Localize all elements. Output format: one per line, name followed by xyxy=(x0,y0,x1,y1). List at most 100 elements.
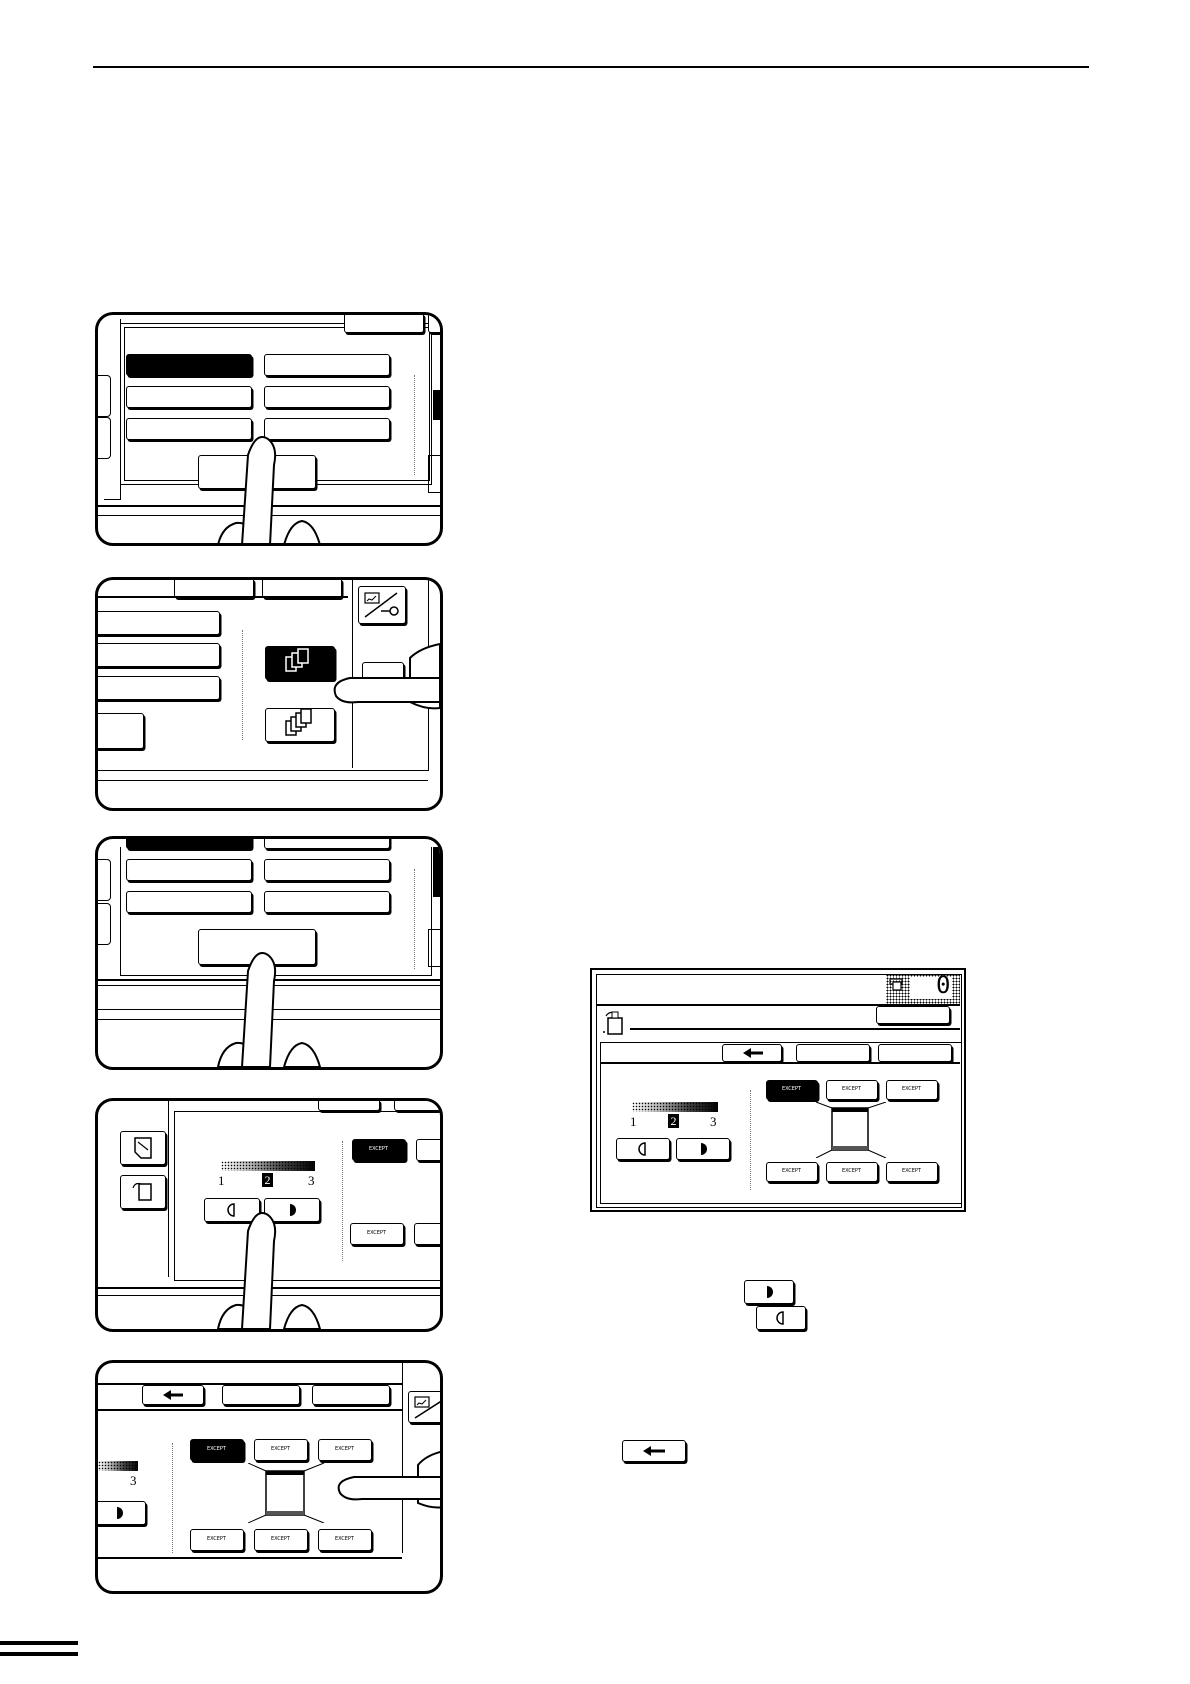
back-key-glyph xyxy=(622,1440,686,1462)
menu-button-selected[interactable] xyxy=(126,839,252,849)
pointing-finger-icon xyxy=(337,1450,440,1509)
menu-button[interactable] xyxy=(126,859,252,881)
half-circle-open-icon xyxy=(227,1203,235,1217)
menu-button[interactable] xyxy=(98,713,144,749)
exposure-gradient-bar xyxy=(221,1161,315,1171)
menu-button[interactable] xyxy=(264,839,390,849)
half-circle-filled-icon xyxy=(117,1507,123,1519)
page-edge-marker xyxy=(0,1652,78,1656)
erase-mode-button[interactable]: EXCEPT xyxy=(886,1080,938,1100)
erase-mode-button[interactable]: EXCEPT xyxy=(826,1162,878,1182)
divider xyxy=(750,1090,751,1190)
pointing-finger-icon xyxy=(217,436,321,543)
erase-mode-button[interactable]: EXCEPT xyxy=(318,1529,372,1551)
divider xyxy=(342,1141,343,1261)
step-illustration-5: 3 EXCEPT EXCEPT EXCEPT EXCEPT EXCEPT EXC… xyxy=(95,1360,443,1594)
ok-button[interactable] xyxy=(876,1006,950,1024)
back-arrow-button[interactable] xyxy=(722,1044,782,1062)
exposure-mode-button[interactable] xyxy=(120,1175,166,1209)
scale-number-3: 3 xyxy=(710,1114,717,1129)
menu-button-selected[interactable] xyxy=(126,354,252,376)
left-arrow-icon xyxy=(743,1048,763,1058)
settings-key-icon xyxy=(364,592,399,618)
tab-button[interactable] xyxy=(878,1044,952,1062)
half-circle-filled-icon xyxy=(767,1286,773,1298)
erase-mode-button[interactable]: EXCEPT xyxy=(826,1080,878,1100)
tab-button[interactable] xyxy=(796,1044,870,1062)
erase-mode-button[interactable]: EXCEPT xyxy=(254,1439,308,1461)
tab-button[interactable] xyxy=(344,315,424,333)
image-mode-button[interactable] xyxy=(120,1131,166,1165)
tab-button[interactable] xyxy=(222,1385,300,1405)
tab-button[interactable] xyxy=(428,315,440,333)
erase-mode-button[interactable]: EXCEPT xyxy=(318,1439,372,1461)
header-rule xyxy=(93,66,1089,68)
grouped-copies-icon xyxy=(285,708,312,736)
special-functions-button[interactable] xyxy=(408,1391,440,1423)
erase-mode-button[interactable]: EXCEPT xyxy=(766,1162,818,1182)
exposure-gradient-bar xyxy=(98,1461,138,1471)
menu-button[interactable] xyxy=(126,418,252,440)
group-mode-button[interactable] xyxy=(265,708,335,742)
tab-button[interactable] xyxy=(394,1101,440,1111)
tab-button[interactable] xyxy=(318,1101,380,1111)
settings-key-icon xyxy=(414,1396,440,1419)
scale-number-1: 1 xyxy=(218,1173,225,1188)
copy-count: 0 xyxy=(936,971,951,999)
menu-button[interactable] xyxy=(98,611,220,635)
erase-mode-button-selected[interactable]: EXCEPT xyxy=(352,1139,406,1161)
menu-button[interactable] xyxy=(264,354,390,376)
scale-number-3: 3 xyxy=(308,1173,315,1188)
menu-button[interactable] xyxy=(98,643,220,667)
lighter-button[interactable] xyxy=(616,1138,670,1160)
pointing-finger-icon xyxy=(333,642,440,710)
lcd-screen-illustration: 0 1 2 3 EXCEPT EXCEPT EXCEPT xyxy=(590,968,966,1212)
left-arrow-icon xyxy=(163,1390,183,1400)
erase-mode-button-selected[interactable]: EXCEPT xyxy=(190,1439,244,1461)
erase-mode-button[interactable]: EXCEPT xyxy=(350,1223,404,1245)
half-circle-open-icon xyxy=(776,1311,784,1325)
left-arrow-icon xyxy=(643,1446,665,1456)
erase-mode-button[interactable]: EXCEPT xyxy=(886,1162,938,1182)
menu-button[interactable] xyxy=(264,418,390,440)
divider xyxy=(172,1443,173,1553)
scale-number-1: 1 xyxy=(630,1114,637,1129)
step-illustration-3 xyxy=(95,836,443,1070)
page-erase-diagram xyxy=(248,1463,325,1523)
tab-button[interactable] xyxy=(312,1385,390,1405)
special-functions-button[interactable] xyxy=(358,586,406,624)
step-illustration-2 xyxy=(95,577,443,811)
menu-button[interactable] xyxy=(264,891,390,913)
stacked-copies-icon xyxy=(285,648,309,672)
menu-button[interactable] xyxy=(264,386,390,408)
job-status-icon xyxy=(603,1011,623,1035)
darker-button[interactable] xyxy=(264,1198,320,1222)
back-arrow-button[interactable] xyxy=(142,1385,204,1405)
menu-button[interactable] xyxy=(126,891,252,913)
half-circle-filled-icon xyxy=(290,1204,296,1216)
menu-button[interactable] xyxy=(126,386,252,408)
lighter-button[interactable] xyxy=(204,1198,260,1222)
erase-mode-button[interactable]: EXCEPT xyxy=(190,1529,244,1551)
tab-button[interactable] xyxy=(174,580,254,598)
sort-mode-button-selected[interactable] xyxy=(265,646,335,680)
menu-button[interactable] xyxy=(264,859,390,881)
page-edge-marker xyxy=(0,1641,78,1645)
hand-copy-icon xyxy=(132,1182,152,1201)
menu-button[interactable] xyxy=(98,676,220,700)
pointing-finger-icon xyxy=(216,1212,322,1329)
scale-number-3: 3 xyxy=(130,1473,137,1488)
darker-button[interactable] xyxy=(98,1501,146,1525)
pointing-finger-icon xyxy=(216,952,322,1067)
scale-number-2-selected: 2 xyxy=(262,1173,273,1187)
document-icon xyxy=(134,1137,152,1159)
erase-mode-button[interactable] xyxy=(416,1139,440,1161)
erase-mode-button[interactable]: EXCEPT xyxy=(254,1529,308,1551)
half-circle-open-icon xyxy=(638,1142,646,1156)
erase-mode-button-selected[interactable]: EXCEPT xyxy=(766,1080,818,1100)
tab-button[interactable] xyxy=(262,580,342,598)
lighter-key-glyph xyxy=(756,1306,806,1330)
half-circle-filled-icon xyxy=(701,1143,707,1155)
darker-button[interactable] xyxy=(676,1138,730,1160)
erase-mode-button[interactable] xyxy=(414,1223,440,1245)
